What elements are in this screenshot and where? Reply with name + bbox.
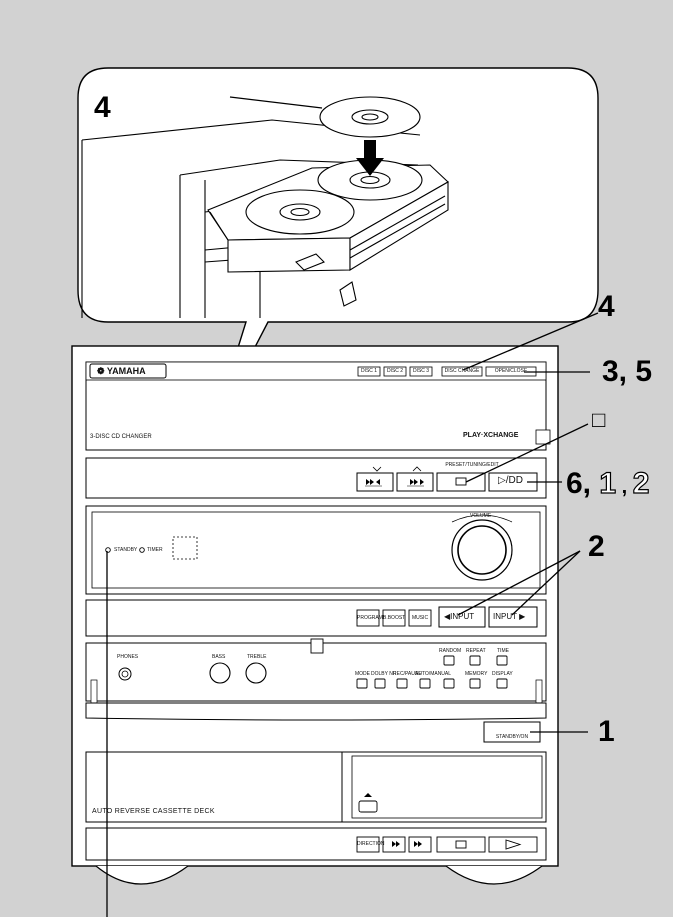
volume-label: VOLUME — [470, 513, 492, 519]
play-step-1: 1 — [599, 467, 617, 500]
standby-indicator-label: STANDBY — [114, 547, 138, 553]
input-prev-button[interactable]: ◀INPUT — [444, 612, 475, 621]
leader-input-next — [511, 550, 581, 616]
callout-play-steps: 6, 1 , 2 — [566, 467, 650, 500]
callout-4-disc-change: 4 — [598, 290, 615, 323]
leader-lines — [106, 312, 599, 917]
rec-pause-label: REC/PAUSE — [393, 671, 422, 677]
callout-1-standby: 1 — [598, 715, 615, 748]
display-label: DISPLAY — [492, 671, 513, 677]
direction-button[interactable]: DIRECTION — [357, 841, 385, 847]
bass-boost-button[interactable]: B.BOOST — [383, 615, 406, 621]
auto-manual-label: AUTO/MANUAL — [415, 671, 452, 677]
input-next-button[interactable]: INPUT ▶ — [493, 612, 526, 621]
treble-label: TREBLE — [247, 654, 267, 660]
callout-stop-symbol: □ — [592, 407, 606, 432]
repeat-label: REPEAT — [466, 648, 486, 654]
play-step-sep: , — [616, 476, 633, 498]
leader-stop — [465, 423, 589, 483]
program-button[interactable]: PROGRAM — [357, 615, 383, 621]
random-label: RANDOM — [439, 648, 462, 654]
disc-1-button[interactable]: DISC 1 — [360, 368, 378, 374]
leader-disc-change — [462, 312, 599, 371]
play-step-prefix: 6, — [566, 467, 600, 500]
standby-on-button[interactable]: STANDBY/ON — [495, 734, 529, 740]
callout-leader-disc — [229, 96, 323, 109]
dolby-nr-label: DOLBY NR — [371, 671, 397, 677]
memory-label: MEMORY — [465, 671, 488, 677]
callout-3-5-open-close: 3, 5 — [602, 355, 653, 388]
play-pause-button[interactable]: ▷/DD — [498, 475, 523, 486]
disc-2-button[interactable]: DISC 2 — [386, 368, 404, 374]
callout-2-input: 2 — [588, 530, 605, 563]
play-xchange-logo: PLAY·XCHANGE — [463, 432, 519, 439]
phones-label: PHONES — [117, 654, 139, 660]
brand-text: YAMAHA — [106, 366, 146, 376]
open-close-button[interactable]: OPEN/CLOSE — [494, 368, 528, 374]
cassette-deck-label: AUTO REVERSE CASSETTE DECK — [92, 808, 215, 815]
disc-change-button[interactable]: DISC CHANGE — [444, 368, 480, 374]
stereo-system — [71, 345, 559, 885]
music-button[interactable]: MUSIC — [411, 615, 429, 621]
leader-input-prev — [457, 550, 581, 616]
bass-label: BASS — [212, 654, 226, 660]
insert-arrow — [356, 140, 384, 176]
transport-section-label: PRESET/TUNING/EDIT — [445, 462, 499, 468]
disc-3-button[interactable]: DISC 3 — [412, 368, 430, 374]
cd-changer-illustration — [81, 96, 449, 318]
yamaha-logo: ❁ YAMAHA — [97, 366, 146, 376]
play-step-2: 2 — [632, 467, 650, 500]
callout-4-load-disc: 4 — [94, 91, 111, 124]
cd-changer-model-label: 3-DISC CD CHANGER — [90, 434, 152, 440]
time-label: TIME — [497, 648, 509, 654]
mode-label: MODE — [355, 671, 370, 677]
timer-indicator-label: TIMER — [147, 547, 163, 553]
